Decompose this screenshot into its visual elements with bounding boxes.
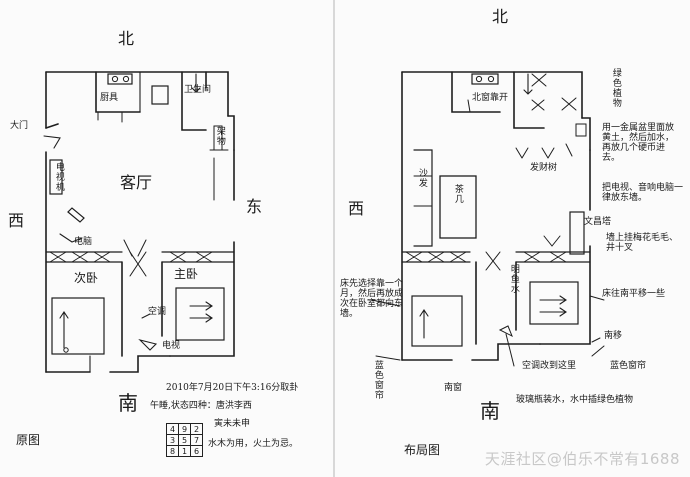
aircon-label: 空调 <box>148 307 167 317</box>
grid-row: 4 9 2 <box>166 423 203 435</box>
left-caption: 原图 <box>16 433 41 447</box>
left-north-label: 北 <box>118 29 135 48</box>
tv-cabinet-label: 电视机 <box>53 162 64 192</box>
living-room-label: 客厅 <box>120 173 153 192</box>
glass-bottle-note: 玻璃瓶装水，水中插绿色植物 <box>516 395 634 405</box>
right-north-label: 北 <box>492 7 509 26</box>
main-door-label: 大门 <box>10 121 29 131</box>
grid-row: 8 1 6 <box>166 445 203 457</box>
note-line-1: 2010年7月20日下午3:16分取卦 <box>166 383 299 393</box>
left-floor-plan <box>43 71 235 373</box>
note-line-2: 午睡,状态四种：唐洪李西 <box>150 401 252 411</box>
grid-row: 3 5 7 <box>166 434 203 446</box>
tv-label: 电视 <box>162 341 181 351</box>
grid-cell: 2 <box>190 423 203 435</box>
note-line-3: 寅未未申 <box>214 419 251 429</box>
grid-cell: 8 <box>166 445 179 457</box>
grid-cell: 3 <box>166 434 179 446</box>
grid-cell: 7 <box>190 434 203 446</box>
green-plants-label: 绿色植物 <box>610 68 621 108</box>
bathroom-label: 卫生间 <box>184 85 212 95</box>
south-window-label: 南窗 <box>444 383 463 393</box>
note-line-4: 水木为用，火土为忌。 <box>208 439 299 449</box>
left-east-label: 东 <box>246 197 263 216</box>
grid-cell: 1 <box>178 445 191 457</box>
grid-cell: 6 <box>190 445 203 457</box>
south-move-note: 南移 <box>604 331 623 341</box>
north-window-label: 北窗靠开 <box>472 93 509 103</box>
magic-square-grid: 4 9 2 3 5 7 8 1 6 <box>166 423 203 457</box>
big-vase-label: 明鱼水 <box>508 264 519 294</box>
left-south-label: 南 <box>118 391 138 415</box>
wind-chime-label: 文昌塔 <box>584 217 612 227</box>
blue-curtain-left-label: 蓝色窗帘 <box>372 360 383 400</box>
computer-label: 电脑 <box>74 237 93 247</box>
right-south-label: 南 <box>480 399 500 423</box>
watermark: 天涯社区@伯乐不常有1688 <box>484 450 680 468</box>
blue-curtain-right-label: 蓝色窗帘 <box>610 361 647 371</box>
tea-table-label: 茶几 <box>452 184 463 204</box>
crystal-note: 墙上挂梅花毛毛、井十叉 <box>606 233 679 253</box>
kitchen-label: 厨具 <box>100 93 119 103</box>
right-caption: 布局图 <box>404 443 441 457</box>
master-bedroom-label: 主卧 <box>174 267 199 281</box>
sofa-label: 沙发 <box>416 168 427 188</box>
page-fold <box>333 0 335 477</box>
rack-label: 架物 <box>214 126 225 146</box>
right-west-label: 西 <box>348 199 365 218</box>
left-west-label: 西 <box>8 211 25 230</box>
fortune-tree-label: 发财树 <box>530 163 558 173</box>
grid-cell: 9 <box>178 423 191 435</box>
closet-note: 床先选择靠一个月，然后再放成次在卧室都向东墙。 <box>340 279 404 319</box>
right-floor-plan <box>371 71 605 367</box>
tv-stereo-note: 把电视、音响电脑一律放东墙。 <box>602 183 684 203</box>
second-bedroom-label: 次卧 <box>74 271 99 285</box>
grid-cell: 5 <box>178 434 191 446</box>
grid-cell: 4 <box>166 423 179 435</box>
aircon-move-note: 空调改到这里 <box>522 361 577 371</box>
copper-basin-note: 用一金属盆里面放黄土，然后加水，再放几个硬币进去。 <box>602 123 675 163</box>
bed-right-note: 床往南平移一些 <box>602 289 666 299</box>
